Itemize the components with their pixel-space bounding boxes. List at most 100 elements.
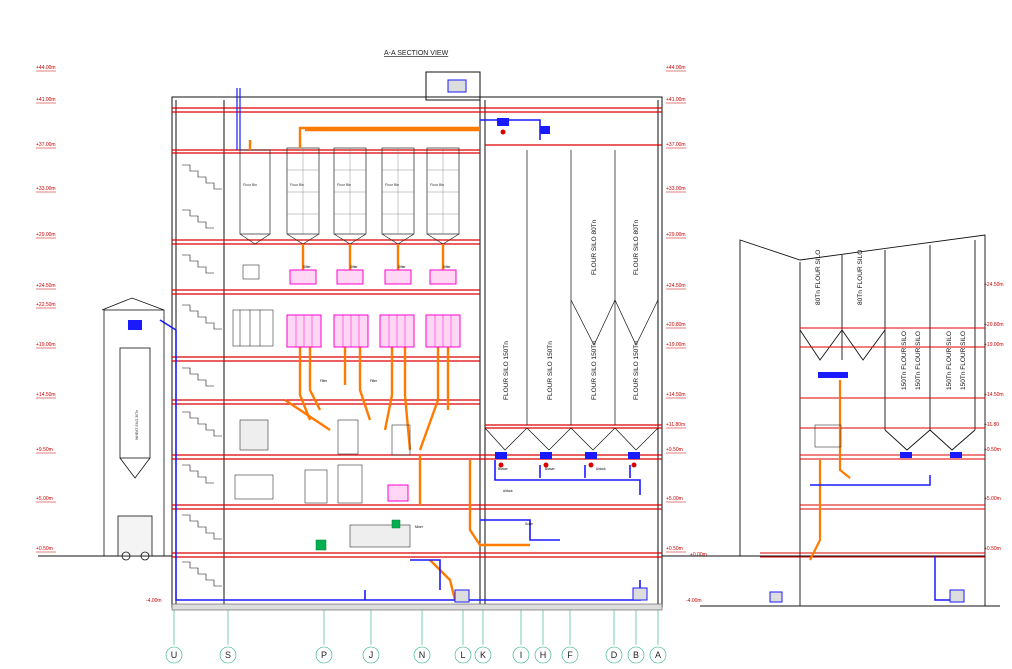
level-label: +29.00m	[36, 232, 56, 238]
side-pipes	[769, 372, 965, 603]
silo-label: 150Tn FLOUR SILO	[960, 331, 967, 390]
drawing-title: A-A SECTION VIEW	[384, 50, 449, 57]
intake-fan	[128, 320, 142, 330]
staircase	[182, 164, 222, 587]
intake-tower	[101, 297, 165, 561]
axis-labels: U S P J N L K I H F D B A	[171, 650, 661, 660]
level-label: +29.00m	[666, 232, 686, 238]
level-label: +44.00m	[36, 65, 56, 71]
level-label: +5.00m	[984, 496, 1001, 502]
level-label: -4.00m	[686, 598, 702, 604]
bin-label: Flour Bin	[385, 183, 399, 187]
sifter-hatching	[295, 315, 452, 347]
side-floors	[760, 327, 985, 558]
level-label: +11.80m	[666, 422, 685, 428]
bin-label: Flour Bin	[290, 183, 304, 187]
silo-label: FLOUR SILO 150Tn	[547, 341, 554, 400]
level-label: +0.50m	[666, 546, 683, 552]
axis-label: D	[611, 650, 618, 660]
equipment-tag: Sifter	[398, 265, 406, 269]
equipment	[232, 264, 411, 548]
level-label: +44.00m	[666, 65, 686, 71]
pneumatic-lines	[159, 119, 641, 601]
level-label: +41.00m	[36, 97, 56, 103]
equipment-tag: Sifter	[350, 265, 358, 269]
level-label: +5.00m	[666, 496, 683, 502]
silo-label: 80Tn FLOUR SILO	[857, 250, 864, 305]
equipment-tag: Blower	[545, 467, 556, 471]
level-label: +9.50m	[666, 447, 683, 453]
level-label: +19.00m	[984, 342, 1004, 348]
silo-label: FLOUR SILO 150Tn	[633, 341, 640, 400]
silo-label: 150Tn FLOUR SILO	[901, 331, 908, 390]
axis-circles	[165, 646, 667, 664]
level-label: +14.50m	[984, 392, 1004, 398]
equipment-tag: Sifter	[303, 265, 311, 269]
bin-labels: Flour Bin Flour Bin Flour Bin Flour Bin …	[243, 183, 444, 187]
equipment-tag: Mixer	[415, 525, 424, 529]
level-label: +9.50m	[984, 447, 1001, 453]
axis-label: I	[520, 650, 523, 660]
axis-label: F	[567, 650, 573, 660]
level-label: +20.80m	[984, 322, 1004, 328]
bin-label: Flour Bin	[337, 183, 351, 187]
silo-label: FLOUR SILO 80Tn	[591, 219, 598, 275]
equipment-tag: Airlock	[596, 467, 606, 471]
ground	[38, 555, 720, 611]
level-label: +0.50m	[36, 546, 53, 552]
level-label: +9.50m	[36, 447, 53, 453]
level-label: +0.50m	[984, 546, 1001, 552]
axis-label: K	[480, 650, 486, 660]
conveyor-lines	[248, 126, 530, 601]
equipment-tag: Scale	[525, 522, 533, 526]
silo-label: FLOUR SILO 150Tn	[503, 341, 510, 400]
level-label: +19.00m	[36, 342, 56, 348]
axis-label: L	[460, 650, 465, 660]
silo-label: 150Tn FLOUR SILO	[915, 331, 922, 390]
levels-right: +44.00m +41.00m +37.00m +33.00m +29.00m …	[666, 65, 707, 604]
level-label: -4.00m	[146, 598, 162, 604]
level-label: +37.00m	[36, 142, 56, 148]
level-label: +0.00m	[690, 552, 707, 558]
equipment-tag: Blower	[498, 467, 509, 471]
axis-label: S	[225, 650, 231, 660]
level-label: +33.00m	[666, 186, 686, 192]
bin-label: Flour Bin	[243, 183, 257, 187]
level-label: +24.50m	[666, 283, 686, 289]
silo-labels-main: FLOUR SILO 80Tn FLOUR SILO 80Tn FLOUR SI…	[503, 219, 640, 400]
level-label: +14.50m	[666, 392, 686, 398]
axis-label: U	[171, 650, 178, 660]
axis-label: J	[369, 650, 374, 660]
level-markers	[36, 70, 686, 553]
level-label: +20.80m	[666, 322, 686, 328]
equipment-tag: Sifter	[443, 265, 451, 269]
level-label: +24.50m	[984, 282, 1004, 288]
silo-fittings	[447, 79, 648, 603]
flour-silos-main	[484, 150, 659, 451]
axis-label: N	[419, 650, 426, 660]
equipment-tag: Filter	[370, 379, 378, 383]
silo-label: FLOUR SILO 80Tn	[633, 219, 640, 275]
axis-grid	[173, 610, 659, 645]
level-label: +41.00m	[666, 97, 686, 103]
axis-label: B	[633, 650, 639, 660]
level-label: +19.00m	[666, 342, 686, 348]
level-label: +33.00m	[36, 186, 56, 192]
side-section	[700, 234, 1000, 607]
flour-bins	[239, 147, 460, 245]
level-label: +11.80	[984, 422, 999, 428]
equipment-tags: Sifter Sifter Sifter Sifter Filter Filte…	[303, 265, 606, 529]
sifters	[286, 269, 461, 502]
level-label: +5.00m	[36, 496, 53, 502]
side-silo-labels: 80Tn FLOUR SILO 80Tn FLOUR SILO 150Tn FL…	[815, 250, 967, 390]
floor-slabs	[172, 107, 662, 558]
silo-label: 80Tn FLOUR SILO	[815, 250, 822, 305]
silo-label: 150Tn FLOUR SILO	[946, 331, 953, 390]
wheat-silo-label: WHEAT SILO 30Tn	[135, 410, 139, 440]
axis-label: P	[321, 650, 327, 660]
equipment-tag: Airlock	[503, 489, 513, 493]
axis-label: H	[540, 650, 547, 660]
exhaust-pipe	[236, 88, 241, 150]
green-equipment	[315, 519, 401, 551]
